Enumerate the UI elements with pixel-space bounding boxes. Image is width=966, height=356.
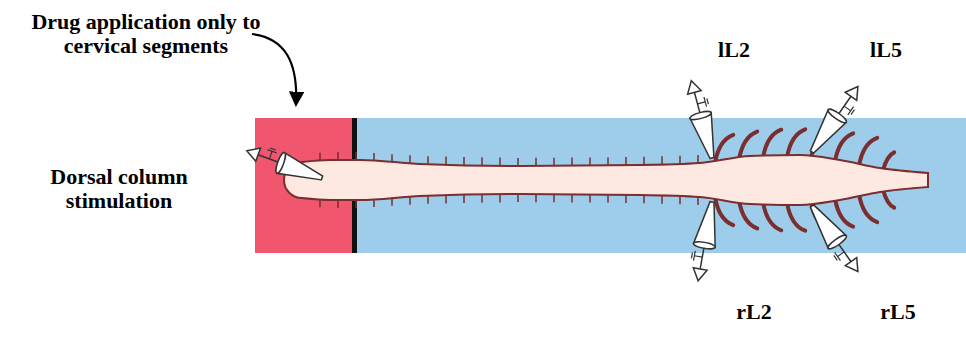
recording-electrode [687, 200, 723, 283]
electrode-label: lL5 [858, 38, 914, 62]
lumbar-root [835, 199, 853, 227]
electrode-label: rL2 [726, 300, 782, 324]
electrode-label: lL2 [706, 38, 762, 62]
lumbar-root [883, 190, 894, 208]
lumbar-root [883, 152, 894, 170]
stimulation-label: Dorsal column stimulation [24, 165, 214, 213]
recording-electrode [243, 140, 326, 188]
leader-arrow [252, 34, 296, 104]
lumbar-root [835, 133, 853, 161]
drug-note: Drug application only to cervical segmen… [0, 10, 292, 58]
recording-electrode [803, 80, 867, 158]
lumbar-root [787, 129, 805, 157]
recording-electrode [803, 200, 867, 278]
lumbar-root [859, 194, 877, 222]
lumbar-root [763, 130, 781, 158]
spinal-cord [284, 155, 928, 205]
electrode-label: rL5 [870, 300, 926, 324]
lumbar-root [763, 202, 781, 230]
lumbar-root [859, 138, 877, 166]
lumbar-root [787, 203, 805, 231]
recording-electrode [681, 78, 723, 161]
